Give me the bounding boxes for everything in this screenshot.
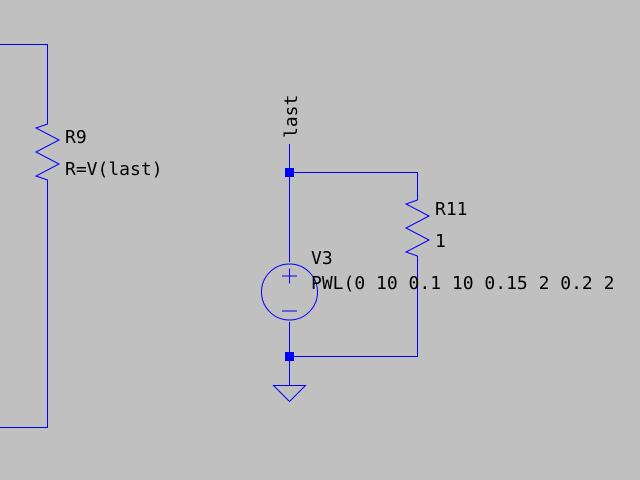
plus-sign-icon bbox=[282, 268, 297, 284]
r11-designator: R11 bbox=[435, 199, 468, 220]
voltage-source-icon bbox=[261, 263, 318, 321]
right-circuit-wires bbox=[289, 172, 418, 385]
v3-voltage-source[interactable]: V3 PWL(0 10 0.1 10 0.15 2 0.2 2 bbox=[261, 248, 615, 321]
wire-top-right[interactable] bbox=[289, 172, 418, 193]
wire-bottom-right[interactable] bbox=[289, 256, 418, 357]
r9-designator: R9 bbox=[65, 127, 87, 148]
r9-branch: R9 R=V(last) bbox=[0, 44, 163, 428]
r11-resistor[interactable]: R11 1 bbox=[404, 192, 468, 257]
wire-bottom-left[interactable] bbox=[0, 192, 48, 428]
wire-top-left[interactable] bbox=[0, 44, 48, 113]
r11-value: 1 bbox=[435, 231, 446, 252]
resistor-icon[interactable] bbox=[34, 112, 61, 192]
ground-icon[interactable] bbox=[272, 385, 307, 403]
net-last-label: last bbox=[281, 95, 302, 138]
junction-dot-icon bbox=[285, 168, 294, 177]
net-label-last[interactable]: last bbox=[281, 95, 302, 172]
junction-dot-icon bbox=[285, 352, 294, 361]
r9-value: R=V(last) bbox=[65, 159, 163, 180]
resistor-icon bbox=[404, 192, 431, 257]
v3-value: PWL(0 10 0.1 10 0.15 2 0.2 2 bbox=[311, 273, 614, 294]
v3-designator: V3 bbox=[311, 248, 333, 269]
